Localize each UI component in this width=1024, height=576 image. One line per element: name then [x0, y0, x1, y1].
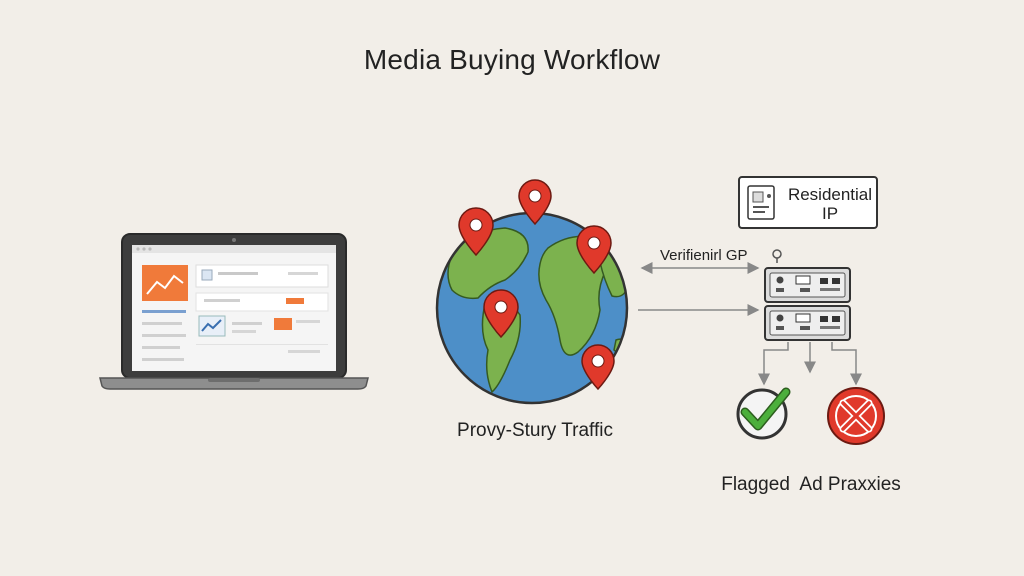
- verification-label: Verifienirl GP: [660, 247, 748, 264]
- server-icon: [764, 267, 851, 303]
- traffic-label: Provy-Stury Traffic: [457, 420, 613, 441]
- cross-icon: [827, 387, 885, 445]
- blue-chart-card: [198, 315, 226, 337]
- check-icon: [736, 387, 791, 440]
- location-pin-icon: [576, 225, 612, 275]
- branch-connector: [758, 342, 862, 386]
- residential-ip-label-line1: Residential: [788, 185, 872, 204]
- residential-ip-label-line2: IP: [822, 204, 838, 223]
- location-pin-icon: [483, 289, 519, 339]
- laptop-icon: [99, 233, 369, 390]
- id-card-icon: [747, 185, 775, 220]
- result-label: Flagged Ad Praxxies: [721, 474, 901, 495]
- location-pin-icon: [581, 344, 615, 391]
- residential-ip-card: Residential IP: [738, 176, 878, 229]
- location-pin-icon: [458, 207, 494, 257]
- location-pin-icon: [518, 179, 552, 226]
- orange-chart-card: [142, 265, 188, 301]
- person-icon: [772, 249, 782, 263]
- server-icon: [764, 305, 851, 341]
- diagram-title: Media Buying Workflow: [363, 44, 661, 75]
